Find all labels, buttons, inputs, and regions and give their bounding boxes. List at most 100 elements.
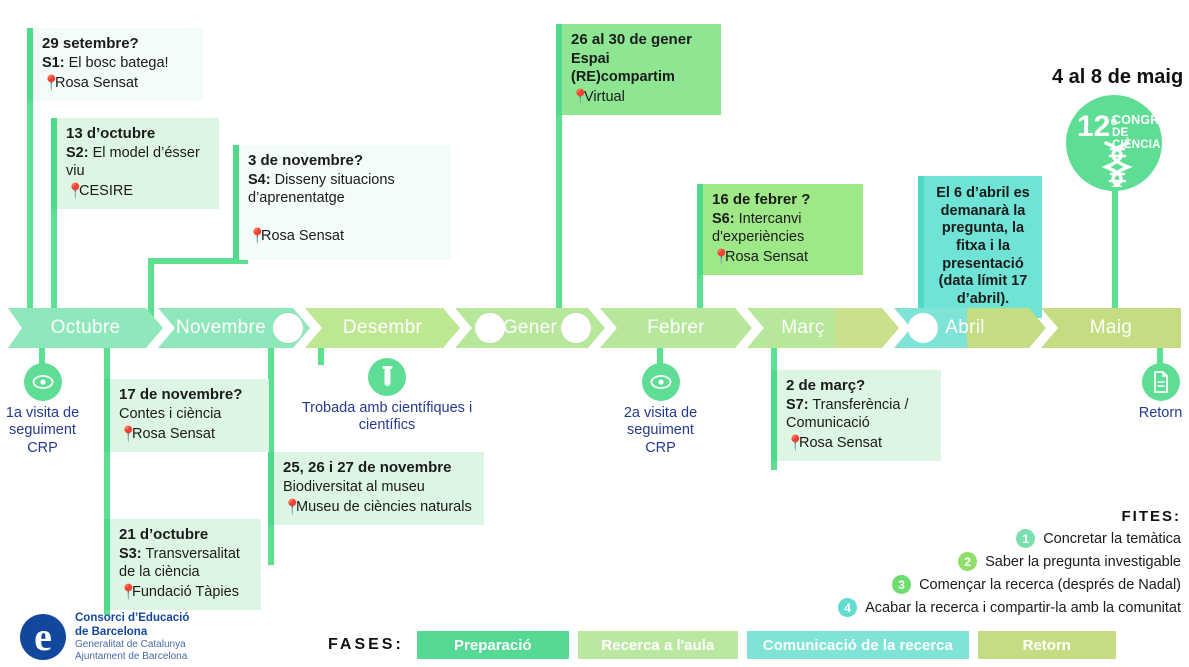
- consorci-e-mark: e: [20, 614, 66, 661]
- stem-trobada: [318, 340, 324, 365]
- card-s2[interactable]: 13 d’octubre S2: El model d’ésser viu 📍C…: [51, 118, 219, 209]
- timeline-segment-febrer[interactable]: Febrer: [600, 308, 752, 348]
- card-date: 13 d’octubre: [66, 125, 156, 142]
- segment-fill: [1041, 308, 1181, 348]
- card-espai[interactable]: 26 al 30 de gener Espai (RE)compartim 📍V…: [556, 24, 721, 115]
- fites-badge: 2: [958, 552, 978, 571]
- card-body: S1: El bosc batega!: [42, 55, 169, 72]
- card-s1[interactable]: 29 setembre? S1: El bosc batega! 📍Rosa S…: [27, 28, 203, 102]
- location-pin-icon: 📍: [42, 74, 61, 92]
- fites-badge: 4: [838, 598, 858, 617]
- congress-logo: 4 al 8 de maig 12è CONGRÉS DE CIÈNCIA: [1052, 66, 1183, 191]
- milestone-badge-2[interactable]: 2: [475, 313, 505, 343]
- badge-number: 4: [918, 319, 928, 336]
- fites-badge: 1: [1016, 529, 1036, 548]
- milestone-badge-3[interactable]: 3: [561, 313, 591, 343]
- card-oct21[interactable]: 21 d’octubre S3: Transversalitat de la c…: [104, 519, 261, 610]
- fase-chip-recerca-aula[interactable]: Recerca a l'aula: [577, 631, 738, 659]
- location-pin-icon: 📍: [119, 583, 138, 601]
- fites-item[interactable]: 4 Acabar la recerca i compartir-la amb l…: [838, 598, 1181, 617]
- card-body: S2: El model d’ésser viu: [66, 145, 200, 179]
- card-body: S6: Intercanvi d'experiències: [712, 211, 805, 245]
- segment-label: Maig: [1089, 317, 1133, 338]
- card-date: 29 setembre?: [42, 35, 139, 52]
- card-date: 2 de març?: [786, 377, 866, 394]
- card-s4[interactable]: 3 de novembre? S4: Disseny situacions d’…: [233, 145, 451, 260]
- consorci-line1: Consorci d’Educació: [75, 612, 190, 624]
- card-place: 📍CESIRE: [66, 182, 133, 200]
- fase-chip-comunicacio[interactable]: Comunicació de la recerca: [746, 631, 969, 659]
- fase-chip-retorn[interactable]: Retorn: [977, 631, 1116, 659]
- eye-icon: [23, 363, 62, 401]
- node-crp1[interactable]: 1a visita de seguiment CRP: [0, 363, 85, 457]
- card-place: 📍Rosa Sensat: [712, 248, 809, 266]
- stem-nov17: [104, 340, 110, 615]
- fites-item[interactable]: 2 Saber la pregunta investigable: [838, 552, 1181, 571]
- fites-label: Acabar la recerca i compartir-la amb la …: [865, 599, 1181, 616]
- fites-label: Saber la pregunta investigable: [985, 553, 1181, 570]
- segment-label: Març: [781, 317, 825, 338]
- segment-label: Octubre: [50, 317, 121, 338]
- node-caption: Trobada amb científiques i científics: [301, 400, 473, 434]
- node-crp2[interactable]: 2a visita de seguiment CRP: [618, 363, 703, 457]
- fase-chip-preparacio[interactable]: Preparació: [416, 631, 569, 659]
- node-caption: Retorn: [1138, 405, 1183, 421]
- location-pin-icon: 📍: [66, 182, 85, 200]
- location-pin-icon: 📍: [786, 434, 805, 452]
- consorci-line4: Ajuntament de Barcelona: [75, 650, 188, 662]
- badge-number: 2: [485, 319, 495, 336]
- card-body: El 6 d’abril es demanarà la pregunta, la…: [936, 185, 1030, 308]
- stem-retorn: [1157, 340, 1163, 365]
- timeline-segment-maig[interactable]: Maig: [1041, 308, 1181, 348]
- milestone-badge-1[interactable]: 1: [273, 313, 303, 343]
- fites-heading: FITES:: [1121, 508, 1181, 525]
- fites-item[interactable]: 3 Començar la recerca (després de Nadal): [838, 575, 1181, 594]
- card-date: 3 de novembre?: [248, 152, 364, 169]
- fases-legend: FASES: Preparació Recerca a l'aula Comun…: [328, 631, 1116, 659]
- test-tube-icon: [368, 358, 406, 396]
- node-retorn[interactable]: Retorn: [1118, 363, 1189, 422]
- timeline-segment-marc[interactable]: Març: [747, 308, 899, 348]
- segment-label: Abril: [945, 317, 985, 338]
- card-body: Espai (RE)compartim: [571, 51, 675, 85]
- location-pin-icon: 📍: [248, 227, 267, 245]
- consorci-line2: de Barcelona: [75, 625, 148, 638]
- card-place: 📍Fundació Tàpies: [119, 583, 239, 601]
- congress-title: 4 al 8 de maig: [1052, 66, 1184, 88]
- card-place: 📍Rosa Sensat: [119, 425, 216, 443]
- card-place: 📍Museu de ciències naturals: [283, 498, 472, 516]
- location-pin-icon: 📍: [712, 248, 731, 266]
- badge-number: 3: [571, 319, 581, 336]
- card-date: 17 de novembre?: [119, 386, 243, 403]
- node-trobada[interactable]: Trobada amb científiques i científics: [285, 358, 489, 435]
- stem-s1: [27, 28, 33, 318]
- card-date: 16 de febrer ?: [712, 191, 811, 208]
- milestone-badge-4[interactable]: 4: [908, 313, 938, 343]
- congress-disc: 12è CONGRÉS DE CIÈNCIA: [1066, 95, 1176, 191]
- timeline-segment-octubre[interactable]: Octubre: [8, 308, 163, 348]
- segment-fill: [747, 308, 899, 348]
- stem-s4-elbow: [148, 258, 248, 320]
- consorci-line3: Generalitat de Catalunya: [75, 639, 186, 651]
- card-body: S4: Disseny situacions d’aprenentatge: [248, 172, 395, 206]
- node-caption: 2a visita de seguiment CRP: [623, 405, 698, 456]
- document-icon: [1141, 363, 1180, 401]
- fites-item[interactable]: 1 Concretar la temàtica: [838, 529, 1181, 548]
- stem-crp1: [39, 340, 45, 370]
- dna-helix-icon: [1101, 141, 1133, 187]
- card-nov17[interactable]: 17 de novembre? Contes i ciència 📍Rosa S…: [104, 379, 269, 453]
- segment-label: Novembre: [175, 317, 267, 338]
- location-pin-icon: 📍: [283, 498, 302, 516]
- card-place: 📍Rosa Sensat: [248, 227, 345, 245]
- card-abril[interactable]: El 6 d’abril es demanarà la pregunta, la…: [918, 176, 1042, 318]
- card-place: 📍Virtual: [571, 88, 625, 106]
- node-caption: 1a visita de seguiment CRP: [5, 405, 80, 456]
- congress-number: 12è: [1077, 110, 1118, 143]
- card-mar2[interactable]: 2 de març? S7: Transferència / Comunicac…: [771, 370, 941, 461]
- stem-espai: [556, 24, 562, 319]
- card-nov2527[interactable]: 25, 26 i 27 de novembre Biodiversitat al…: [268, 452, 484, 526]
- timeline-segment-desembre[interactable]: Desembr: [305, 308, 460, 348]
- card-s6[interactable]: 16 de febrer ? S6: Intercanvi d'experièn…: [697, 184, 863, 275]
- card-date: 21 d’octubre: [119, 526, 209, 543]
